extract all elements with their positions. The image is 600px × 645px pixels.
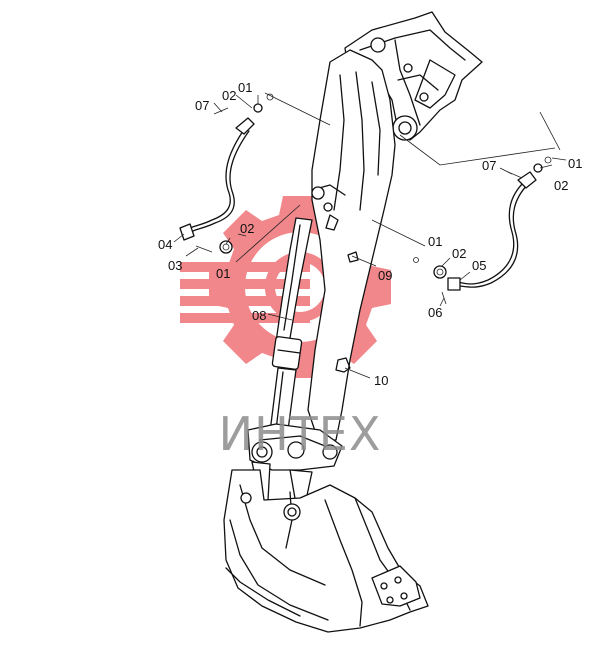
label-p01-right-top: 01 — [568, 156, 582, 171]
label-p07-right: 07 — [482, 158, 496, 173]
label-p02-right-top: 02 — [554, 178, 568, 193]
label-p08: 08 — [252, 308, 266, 323]
gear-stripe — [180, 279, 310, 289]
label-p04: 04 — [158, 237, 172, 252]
watermark-text: ИНТЕХ — [219, 407, 382, 461]
label-p01-right-mid: 01 — [428, 234, 442, 249]
label-p07-left: 07 — [195, 98, 209, 113]
dipper-arm — [307, 49, 396, 441]
label-p01-left-mid: 01 — [216, 266, 230, 281]
gear-stripe — [180, 313, 310, 323]
label-p05: 05 — [472, 258, 486, 273]
label-p02-left-mid: 02 — [240, 221, 254, 236]
right-hose-assembly — [413, 156, 552, 305]
bucket-cylinder — [269, 217, 313, 433]
label-p09: 09 — [378, 268, 392, 283]
label-p10: 10 — [374, 373, 388, 388]
part-labels: 01 02 07 02 04 03 01 08 09 10 01 02 05 0… — [158, 80, 582, 388]
bucket — [223, 469, 429, 633]
label-p03: 03 — [168, 258, 182, 273]
label-p06: 06 — [428, 305, 442, 320]
label-p02-right-mid: 02 — [452, 246, 466, 261]
gear-stripe — [180, 262, 310, 272]
label-p02-left-top: 02 — [222, 88, 236, 103]
left-hose-assembly — [179, 93, 274, 254]
leader-lines — [173, 92, 567, 379]
gear-stripe — [180, 296, 310, 306]
label-p01-left-top: 01 — [238, 80, 252, 95]
